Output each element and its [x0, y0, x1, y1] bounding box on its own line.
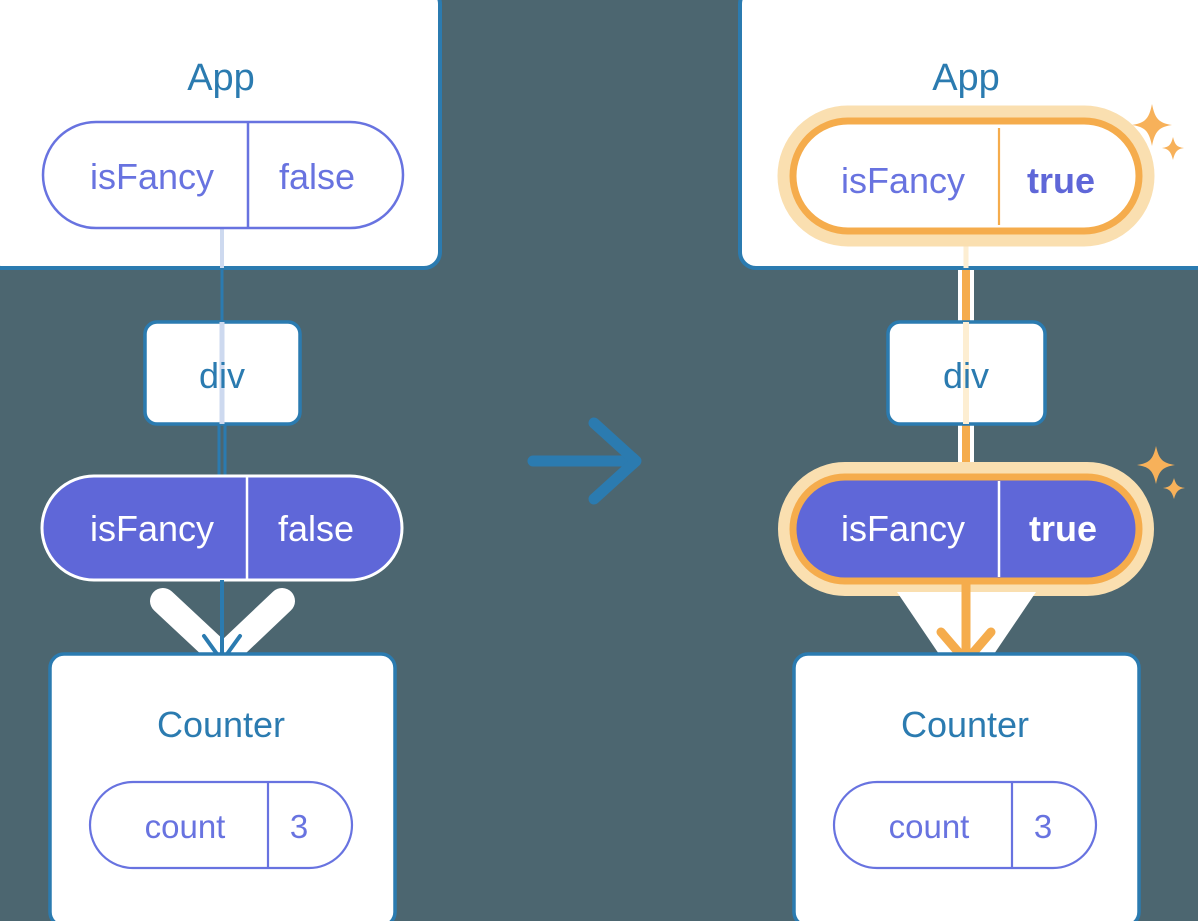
prop-pill-after: isFancy true: [778, 462, 1154, 596]
pill-value-after: true: [1027, 160, 1095, 201]
sparkle-large-app-icon: [1132, 104, 1172, 146]
pill-highlight-glow-after: [777, 105, 1155, 247]
div-box-before: div: [143, 320, 302, 426]
app-state-pill-before: isFancy false: [41, 120, 405, 230]
pill-outline-before: [41, 120, 405, 230]
counter-title-before: Counter: [157, 704, 285, 745]
prop-pill-value-before: false: [278, 508, 354, 549]
counter-state-pill-after: count 3: [832, 780, 1098, 870]
arrow-right-icon-head: [588, 417, 642, 505]
panel-before: App isFancy false div isFancy false: [0, 0, 442, 921]
pill-key-before: isFancy: [90, 156, 214, 197]
prop-pill-surface-after: [789, 473, 1143, 585]
counter-box-before: Counter count 3: [48, 652, 397, 921]
counter-pill-value-before: 3: [290, 808, 308, 845]
prop-pill-key-after: isFancy: [841, 508, 965, 549]
pill-highlight-ring-after: [789, 117, 1143, 235]
div-box-after: div: [886, 320, 1047, 426]
app-state-pill-after: isFancy true: [777, 105, 1155, 247]
counter-pill-value-after: 3: [1034, 808, 1052, 845]
app-title-before: App: [187, 57, 255, 99]
counter-pill-outline-after: [832, 780, 1098, 870]
prop-pill-before: isFancy false: [40, 474, 404, 582]
sparkle-small-app-icon: [1162, 137, 1184, 160]
sparkle-small-prop-icon: [1163, 478, 1185, 499]
div-label-after: div: [943, 355, 989, 396]
counter-box-after: Counter count 3: [792, 652, 1141, 921]
counter-state-pill-before: count 3: [88, 780, 354, 870]
panel-after: App isFancy true div: [738, 0, 1198, 921]
counter-pill-key-before: count: [145, 808, 226, 845]
pill-key-after: isFancy: [841, 160, 965, 201]
div-label-before: div: [199, 355, 245, 396]
counter-pill-outline-before: [88, 780, 354, 870]
pill-value-before: false: [279, 156, 355, 197]
counter-title-after: Counter: [901, 704, 1029, 745]
prop-pill-value-after: true: [1029, 508, 1097, 549]
app-title-after: App: [932, 57, 1000, 99]
sparkle-large-prop-icon: [1137, 446, 1175, 484]
prop-pill-key-before: isFancy: [90, 508, 214, 549]
counter-pill-key-after: count: [889, 808, 970, 845]
transition-arrow: [527, 417, 642, 505]
app-box-before: App isFancy false: [0, 0, 442, 270]
app-box-after: App isFancy true: [738, 0, 1198, 270]
